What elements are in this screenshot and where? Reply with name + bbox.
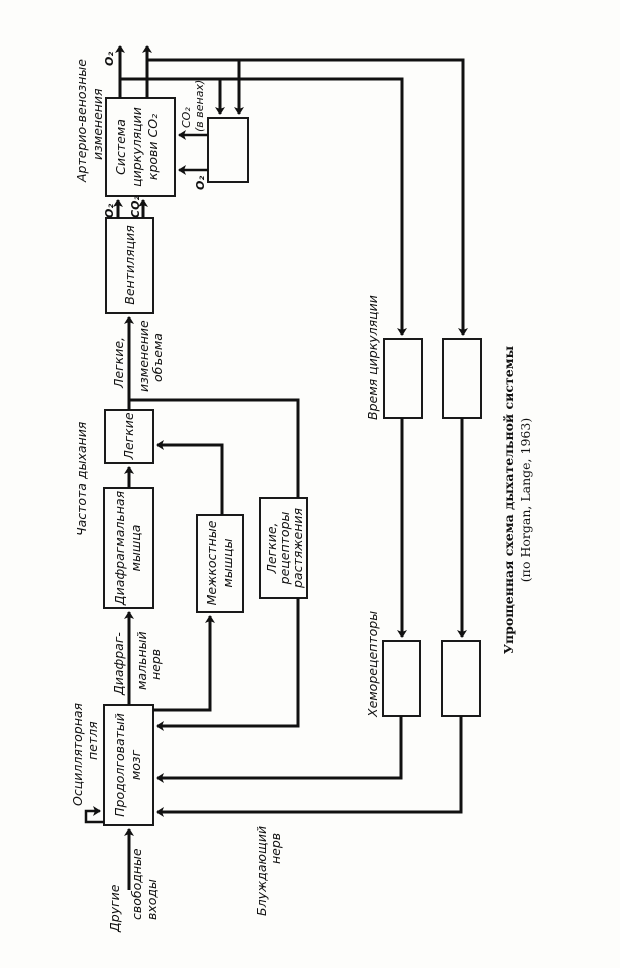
co2-ventilation-label: CO₂	[129, 196, 142, 218]
o2-ventilation-label: O₂	[103, 204, 116, 218]
stretch-label-line3: растяжения	[290, 508, 305, 590]
co2-veins-line2: (в венах)	[193, 80, 206, 132]
chemo2-to-medulla-vagus-arrow	[156, 716, 463, 817]
co2-to-circulation-delay-2-arrow	[147, 58, 468, 336]
o2-out-label: O₂	[103, 52, 116, 66]
o2-in-label: O₂	[194, 176, 207, 190]
chemoreceptors-label: Хеморецепторы	[365, 611, 380, 718]
blood-circulation-block: Система циркуляции крови CO₂	[105, 97, 176, 197]
diaphragm-label-line2: мышца	[128, 525, 143, 572]
phrenic-line1: Диафраг-	[111, 632, 126, 696]
circulation-delay-block-2	[442, 338, 482, 419]
lungs-block: Легкие	[104, 409, 154, 464]
stretch-label-line1: Легкие,	[264, 523, 279, 575]
ventilation-label: Вентиляция	[122, 225, 137, 305]
vagus-nerve-label: Блуждающий нерв	[254, 826, 283, 916]
volume-to-stretch-line	[129, 398, 300, 498]
oscillator-loop-arrow	[84, 806, 104, 824]
figure-caption: Упрощенная схема дыхательной системы (по…	[501, 345, 533, 654]
vagus-line2: нерв	[268, 833, 283, 864]
medulla-label-line2: мозг	[128, 749, 143, 780]
vagus-line1: Блуждающий	[254, 826, 269, 916]
intercostal-to-lungs-arrow	[156, 440, 224, 515]
arterio-line2: изменения	[90, 88, 105, 160]
intercostal-block: Межкостные мышцы	[196, 514, 244, 613]
o2-to-circulation-delay-1-arrow	[120, 77, 407, 336]
stretch-label-line2: рецепторы	[277, 512, 292, 586]
lungs-label: Легкие	[121, 412, 136, 460]
blood-label-line1: Система	[113, 119, 128, 175]
circulation-delay-block-1	[383, 338, 423, 419]
phrenic-line3: нерв	[148, 649, 163, 680]
caption-title: Упрощенная схема дыхательной системы	[501, 345, 516, 654]
caption-source: (по Horgan, Lange, 1963)	[518, 418, 533, 582]
diaphragm-label-line1: Диафрагмальная	[112, 490, 127, 606]
co2-veins-label: CO₂ (в венах)	[180, 80, 206, 132]
medulla-label-line1: Продолговатый	[112, 713, 127, 817]
blood-label-line2: циркуляции	[129, 107, 144, 187]
medulla-block: Продолговатый мозг	[103, 704, 154, 826]
mixing-block	[207, 117, 249, 183]
breathing-rate-label: Частота дыхания	[74, 421, 89, 536]
circulation-time-label: Время циркуляции	[365, 295, 380, 420]
other-inputs-line3: входы	[144, 879, 159, 920]
other-inputs-label: Другие свободные входы	[107, 848, 159, 933]
oscillator-loop-label: Осцилляторная петля	[70, 702, 100, 806]
other-inputs-line1: Другие	[107, 884, 122, 933]
phrenic-line2: мальный	[134, 631, 149, 690]
lung-volume-change-label: Легкие, изменение объема	[111, 320, 165, 392]
phrenic-nerve-label: Диафраг- мальный нерв	[111, 631, 163, 696]
co2-veins-line1: CO₂	[180, 107, 193, 128]
intercostal-nerve-arrow	[153, 615, 215, 712]
volume-line3: объема	[150, 333, 165, 382]
stretch-to-medulla-arrow	[156, 598, 300, 731]
intercostal-label-line2: мышцы	[220, 538, 235, 587]
other-inputs-line2: свободные	[129, 848, 144, 920]
diaphragm-block: Диафрагмальная мышца	[103, 487, 154, 609]
volume-line2: изменение	[136, 320, 151, 392]
oscillator-line2: петля	[85, 721, 100, 760]
blood-label-line3: крови CO₂	[145, 114, 160, 180]
arterio-line1: Артерио-венозные	[74, 59, 89, 183]
arterio-venous-label: Артерио-венозные изменения	[74, 59, 105, 183]
intercostal-label-line1: Межкостные	[204, 520, 219, 605]
oscillator-line1: Осцилляторная	[70, 702, 85, 806]
ventilation-block: Вентиляция	[105, 217, 154, 314]
chemoreceptor-block-2	[441, 640, 481, 717]
chemo1-to-medulla-arrow	[156, 716, 403, 783]
stretch-receptors-block: Легкие, рецепторы растяжения	[259, 497, 308, 599]
chemoreceptor-block-1	[382, 640, 421, 717]
volume-line1: Легкие,	[111, 337, 126, 389]
